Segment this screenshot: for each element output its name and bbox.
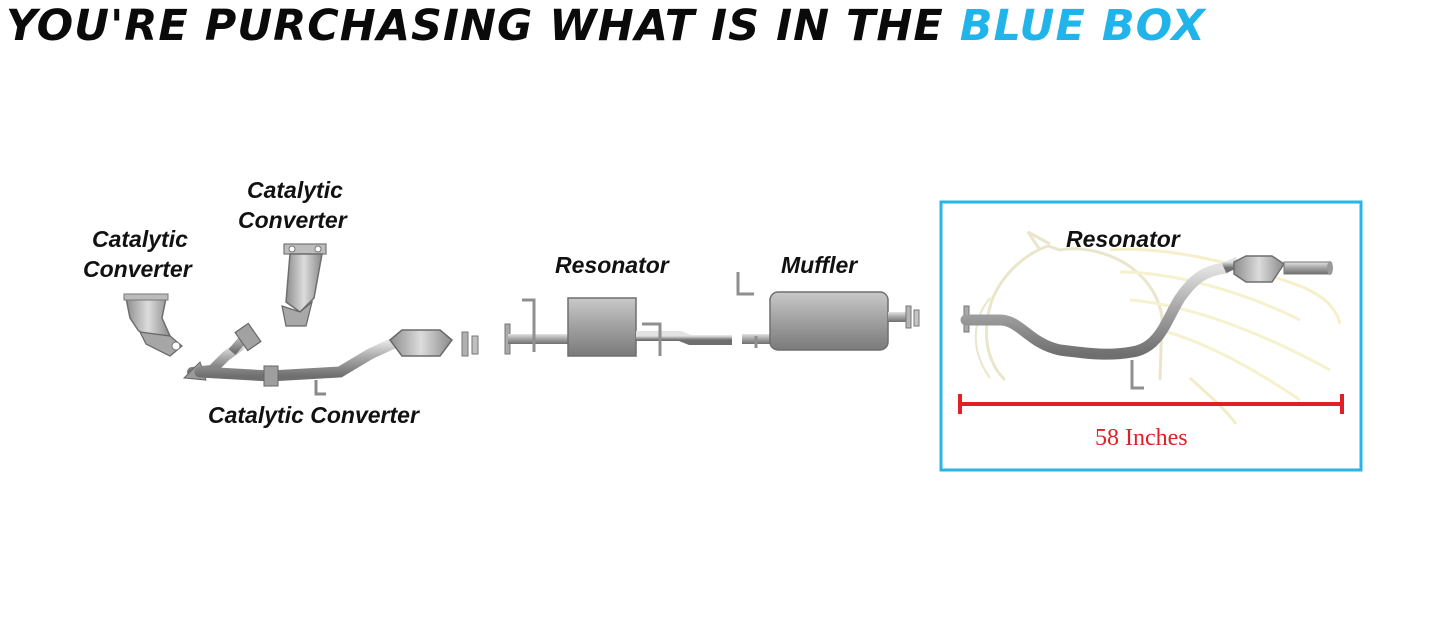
label-muffler: Muffler xyxy=(781,252,858,278)
horse-head-watermark-icon xyxy=(974,230,1342,425)
resonator-front-assembly xyxy=(504,297,732,357)
header-accent-text: BLUE BOX xyxy=(959,1,1206,51)
dimension-label: 58 Inches xyxy=(1095,425,1188,451)
dimension-line xyxy=(958,394,1344,414)
header-main-text: YOU'RE PURCHASING WHAT IS IN THE xyxy=(6,1,960,51)
catalytic-converter-left xyxy=(123,293,183,357)
page-header: YOU'RE PURCHASING WHAT IS IN THE BLUE BO… xyxy=(6,0,1441,56)
front-pipe-assembly xyxy=(182,322,479,396)
muffler-assembly xyxy=(736,272,920,351)
label-cat-top-line1: Catalytic xyxy=(247,177,343,203)
label-resonator-boxed: Resonator xyxy=(1066,226,1181,252)
selection-box xyxy=(939,200,1363,472)
label-cat-top-line2: Converter xyxy=(238,207,348,233)
catalytic-converter-top xyxy=(281,243,327,327)
label-cat-left-line2: Converter xyxy=(83,256,193,282)
label-cat-bottom: Catalytic Converter xyxy=(208,402,420,428)
label-resonator-front: Resonator xyxy=(555,252,670,278)
label-cat-left-line1: Catalytic xyxy=(92,226,188,252)
resonator-rear-pipe xyxy=(960,255,1333,390)
